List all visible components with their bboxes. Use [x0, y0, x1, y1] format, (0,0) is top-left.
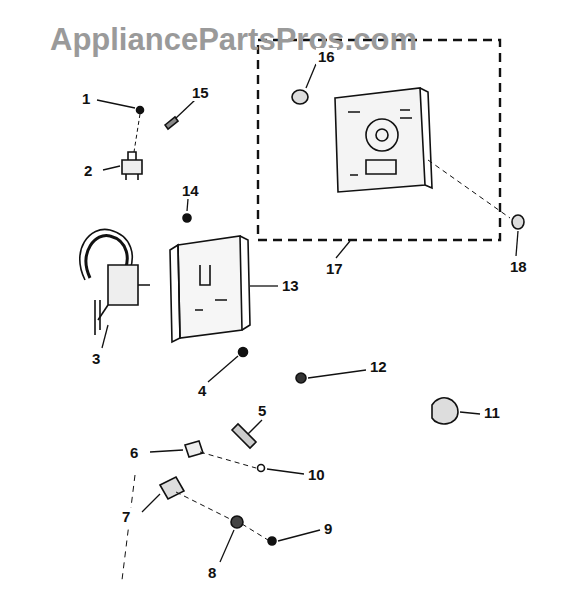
callout-number: 16 — [316, 48, 337, 65]
screw — [512, 215, 524, 229]
control-board — [335, 88, 432, 192]
callout-number: 11 — [482, 404, 502, 421]
leader-lines — [97, 64, 518, 562]
assembly-outline — [258, 40, 500, 240]
callout-number: 15 — [190, 84, 211, 101]
callout-number: 10 — [306, 466, 327, 483]
callout-number: 4 — [196, 382, 208, 399]
callout-number: 2 — [82, 162, 94, 179]
callout-number: 8 — [206, 564, 218, 581]
mounting-bracket — [170, 236, 250, 342]
callout-number: 17 — [324, 260, 345, 277]
callout-number: 9 — [322, 520, 334, 537]
callout-number: 1 — [80, 90, 92, 107]
callout-number: 6 — [128, 444, 140, 461]
callout-number: 12 — [368, 358, 389, 375]
callout-number: 7 — [120, 508, 132, 525]
callout-number: 13 — [280, 277, 301, 294]
shaft — [232, 424, 256, 448]
callout-number: 14 — [180, 182, 201, 199]
watermark: AppliancePartsPros.com — [50, 24, 417, 55]
motor-coil — [80, 229, 150, 335]
callout-number: 3 — [90, 350, 102, 367]
switch — [122, 152, 142, 180]
knob — [432, 398, 458, 424]
callout-number: 5 — [256, 402, 268, 419]
knob — [292, 90, 308, 104]
callout-number: 18 — [508, 258, 529, 275]
